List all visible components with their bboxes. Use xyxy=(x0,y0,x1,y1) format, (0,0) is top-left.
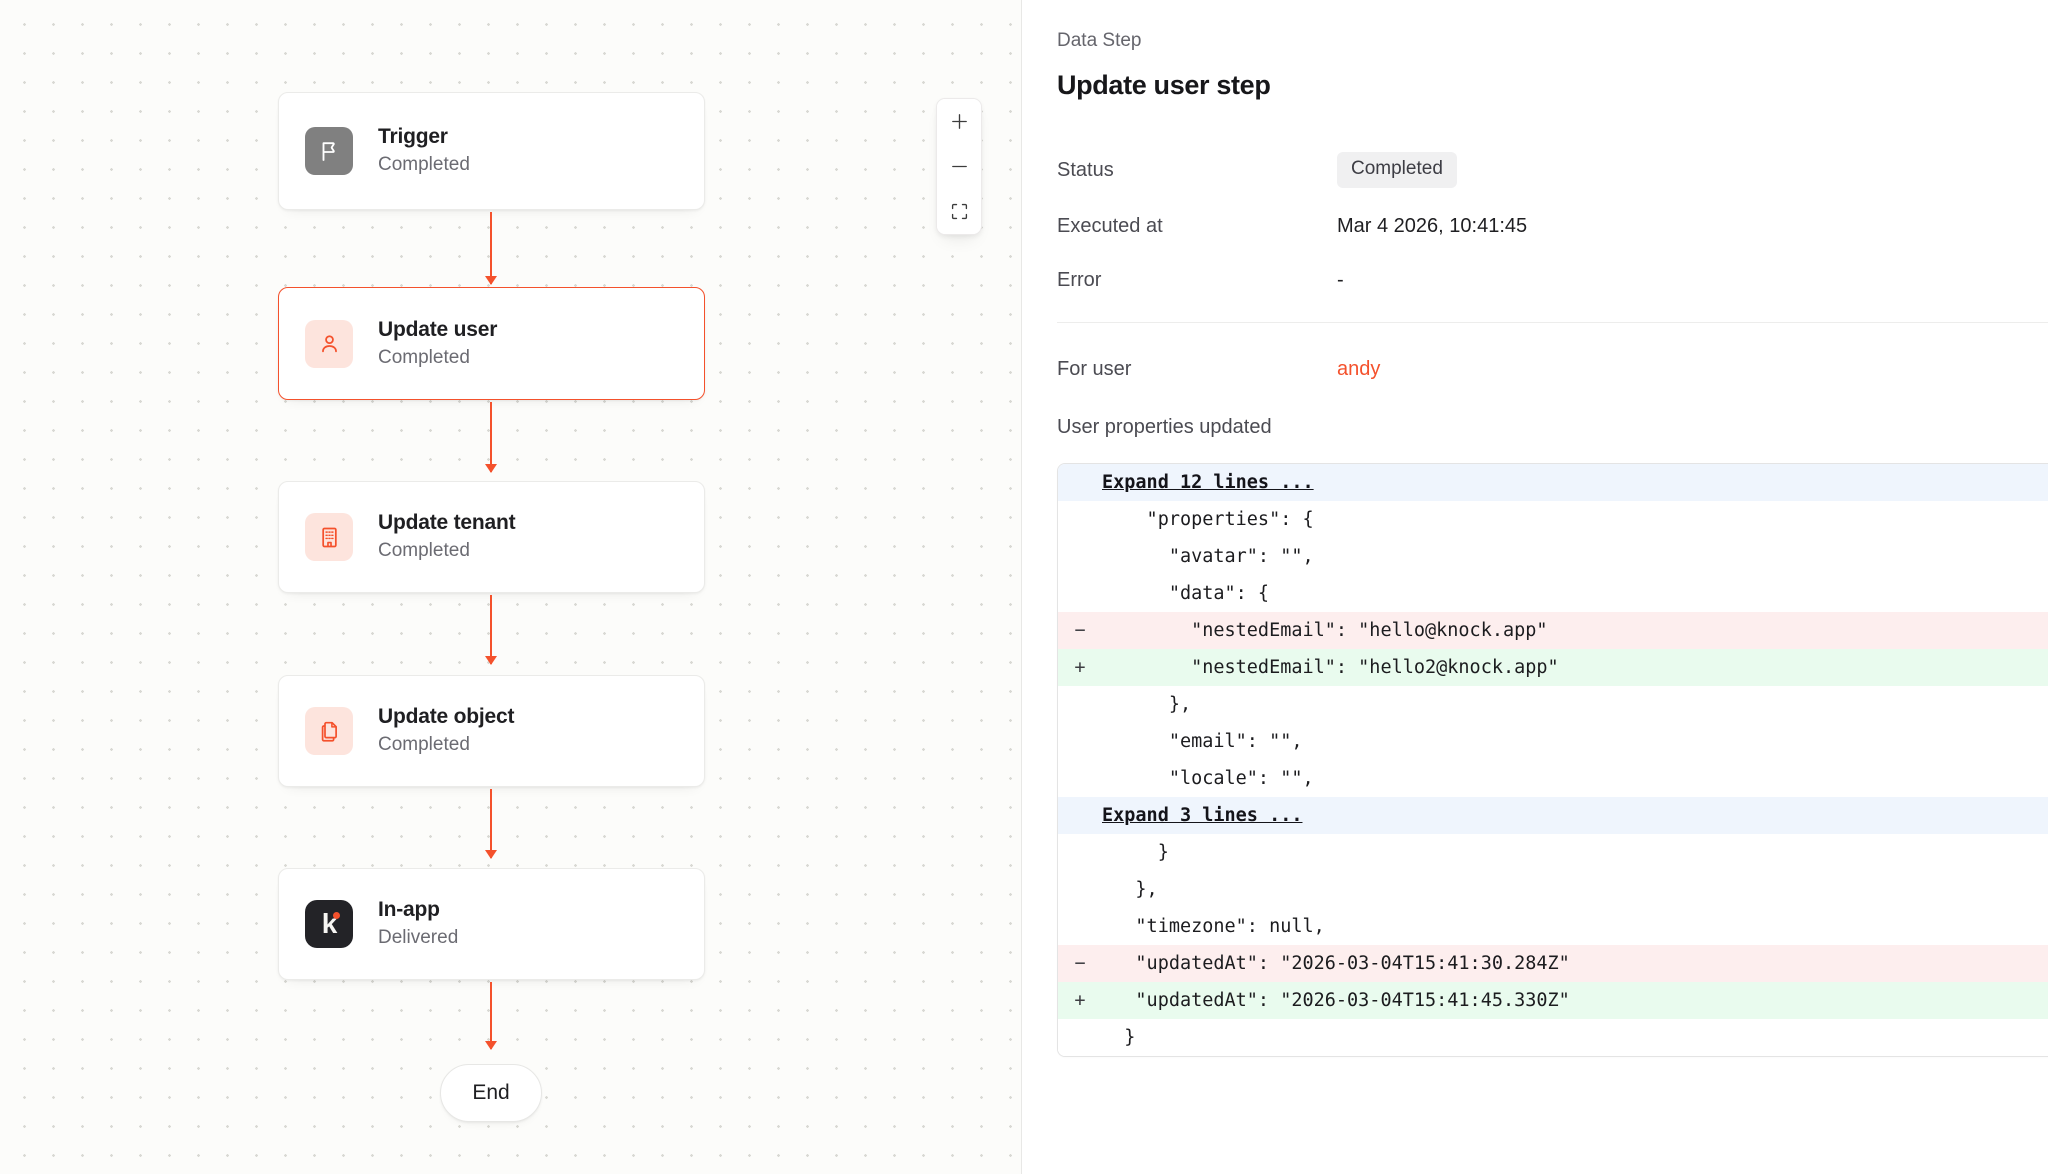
node-text: Update object Completed xyxy=(378,703,514,759)
node-text: Update user Completed xyxy=(378,316,497,372)
knock-logo-dot xyxy=(333,912,340,919)
node-title: Update object xyxy=(378,705,515,729)
status-row: Status Completed xyxy=(1057,152,2048,189)
minus-icon xyxy=(951,165,967,168)
diff-line: }, xyxy=(1058,871,2048,909)
workflow-canvas[interactable]: Trigger Completed Update user Completed xyxy=(0,0,1022,1174)
node-status: Completed xyxy=(378,154,470,176)
diff-line-text: }, xyxy=(1102,879,1158,901)
executed-at-value: Mar 4 2026, 10:41:45 xyxy=(1337,215,1528,238)
flow-node-trigger[interactable]: Trigger Completed xyxy=(278,92,705,210)
diff-line-text: "email": "", xyxy=(1102,731,1303,753)
flag-icon xyxy=(305,127,353,175)
flow-node-update-object[interactable]: Update object Completed xyxy=(278,675,705,787)
flow-node-update-tenant[interactable]: Update tenant Completed xyxy=(278,481,705,593)
diff-line: } xyxy=(1058,1019,2048,1057)
executed-at-row: Executed at Mar 4 2026, 10:41:45 xyxy=(1057,210,2048,242)
building-icon xyxy=(305,513,353,561)
node-status: Completed xyxy=(378,540,470,562)
diff-line: "properties": { xyxy=(1058,501,2048,539)
node-title: In-app xyxy=(378,898,440,922)
flow-node-in-app[interactable]: k In-app Delivered xyxy=(278,868,705,980)
status-label: Status xyxy=(1057,159,1114,182)
node-status: Completed xyxy=(378,734,470,756)
diff-sign: − xyxy=(1074,953,1086,975)
diff-line: "avatar": "", xyxy=(1058,538,2048,576)
status-badge: Completed xyxy=(1337,152,1457,189)
node-status: Completed xyxy=(378,346,470,368)
diff-line-text: "locale": "", xyxy=(1102,768,1314,790)
diff-line-text: "updatedAt": "2026-03-04T15:41:45.330Z" xyxy=(1102,990,1570,1012)
error-value: - xyxy=(1337,269,1344,292)
fit-view-icon xyxy=(951,203,967,220)
connector-arrow xyxy=(490,402,492,472)
knock-logo-icon: k xyxy=(305,900,353,948)
diff-line-text: "data": { xyxy=(1102,583,1270,605)
diff-sign: − xyxy=(1074,620,1086,642)
flow-node-update-user[interactable]: Update user Completed xyxy=(278,287,705,400)
fit-view-button[interactable] xyxy=(937,189,981,234)
diff-line: + "nestedEmail": "hello2@knock.app" xyxy=(1058,649,2048,687)
copy-icon xyxy=(305,707,353,755)
zoom-controls xyxy=(936,98,982,235)
node-text: Update tenant Completed xyxy=(378,509,516,565)
zoom-out-button[interactable] xyxy=(937,144,981,189)
for-user-link[interactable]: andy xyxy=(1337,358,1381,381)
diff-line-text: "nestedEmail": "hello2@knock.app" xyxy=(1102,657,1559,679)
flow-node-end[interactable]: End xyxy=(440,1064,542,1122)
node-title: Update tenant xyxy=(378,511,516,535)
error-label: Error xyxy=(1057,269,1102,292)
diff-line-text: "avatar": "", xyxy=(1102,546,1314,568)
diff-sign: + xyxy=(1074,990,1086,1012)
diff-line-text: "timezone": null, xyxy=(1102,916,1325,938)
diff-line-text: "properties": { xyxy=(1102,509,1314,531)
diff-line: + "updatedAt": "2026-03-04T15:41:45.330Z… xyxy=(1058,982,2048,1020)
connector-arrow xyxy=(490,789,492,858)
node-status: Delivered xyxy=(378,927,459,949)
diff-line-text: "updatedAt": "2026-03-04T15:41:30.284Z" xyxy=(1102,953,1570,975)
for-user-row: For user andy xyxy=(1057,353,2048,385)
diff-line: }, xyxy=(1058,686,2048,724)
diff-line-text: } xyxy=(1102,842,1169,864)
step-detail-panel: Data Step Update user step Status Comple… xyxy=(1022,0,2048,1174)
page-title: Update user step xyxy=(1057,69,1271,100)
user-icon xyxy=(305,319,353,368)
for-user-label: For user xyxy=(1057,358,1132,381)
diff-line-text: Expand 3 lines ... xyxy=(1102,805,1303,827)
diff-sign: + xyxy=(1074,657,1086,679)
diff-line: − "updatedAt": "2026-03-04T15:41:30.284Z… xyxy=(1058,945,2048,983)
executed-at-label: Executed at xyxy=(1057,215,1163,238)
diff-line-text: "nestedEmail": "hello@knock.app" xyxy=(1102,620,1548,642)
diff-line: } xyxy=(1058,834,2048,872)
diff-expand-row[interactable]: Expand 3 lines ... xyxy=(1058,797,2048,835)
section-divider xyxy=(1057,322,2048,324)
plus-icon xyxy=(951,114,967,129)
error-row: Error - xyxy=(1057,264,2048,296)
diff-line-text: Expand 12 lines ... xyxy=(1102,472,1314,494)
diff-expand-row[interactable]: Expand 12 lines ... xyxy=(1058,464,2048,502)
node-title: Trigger xyxy=(378,125,448,149)
zoom-in-button[interactable] xyxy=(937,99,981,144)
connector-arrow xyxy=(490,212,492,284)
diff-line: "locale": "", xyxy=(1058,760,2048,798)
properties-updated-label: User properties updated xyxy=(1057,416,1272,439)
node-text: In-app Delivered xyxy=(378,896,458,952)
diff-line: "timezone": null, xyxy=(1058,908,2048,946)
diff-lines: Expand 12 lines ... "properties": { "ava… xyxy=(1058,464,2048,1057)
properties-diff-block[interactable]: Expand 12 lines ... "properties": { "ava… xyxy=(1057,463,2048,1058)
diff-line: − "nestedEmail": "hello@knock.app" xyxy=(1058,612,2048,650)
node-title: Update user xyxy=(378,317,498,341)
diff-line: "email": "", xyxy=(1058,723,2048,761)
panel-eyebrow: Data Step xyxy=(1057,30,1142,51)
diff-line-text: } xyxy=(1102,1027,1136,1049)
connector-arrow xyxy=(490,595,492,664)
connector-arrow xyxy=(490,982,492,1049)
diff-line: "data": { xyxy=(1058,575,2048,613)
diff-line-text: }, xyxy=(1102,694,1192,716)
node-text: Trigger Completed xyxy=(378,123,470,179)
